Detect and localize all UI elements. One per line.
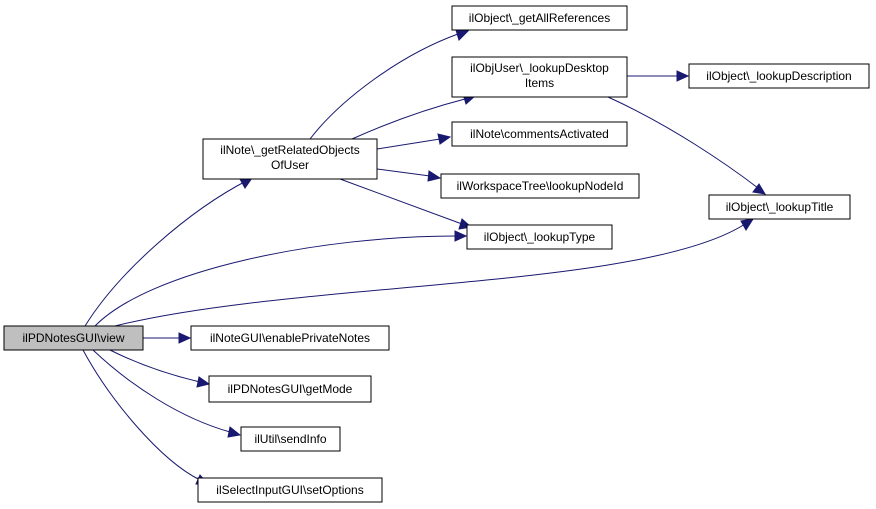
node-view[interactable]: ilPDNotesGUI\view — [3, 325, 144, 351]
node-getrelated-label-2: OfUser — [271, 158, 309, 172]
node-lookuptitle-label: ilObject\_lookupTitle — [726, 200, 834, 214]
node-commentsactivated-label: ilNote\commentsActivated — [470, 127, 609, 141]
node-enableprivatenotes-label: ilNoteGUI\enablePrivateNotes — [210, 331, 370, 345]
edge-getrelated-to-getallrefs — [309, 29, 470, 140]
node-lookuptype[interactable]: ilObject\_lookupType — [466, 224, 613, 250]
node-lookuptype-label: ilObject\_lookupType — [484, 230, 596, 244]
edge-lookupdesktop-to-lookuptitle — [607, 96, 766, 195]
node-lookupdescription-label: ilObject\_lookupDescription — [706, 69, 851, 83]
node-lookupnodeid-label: ilWorkspaceTree\lookupNodeId — [457, 179, 624, 193]
node-lookupdesktop-label-2: Items — [525, 76, 554, 90]
node-getrelated[interactable]: ilNote\_getRelatedObjects OfUser — [202, 138, 378, 180]
edge-view-to-getmode — [109, 349, 211, 388]
node-sendinfo[interactable]: ilUtil\sendInfo — [240, 426, 341, 452]
node-lookupdescription[interactable]: ilObject\_lookupDescription — [688, 63, 870, 89]
node-getallrefs[interactable]: ilObject\_getAllReferences — [451, 5, 628, 31]
node-getmode-label: ilPDNotesGUI\getMode — [228, 382, 353, 396]
node-lookupnodeid[interactable]: ilWorkspaceTree\lookupNodeId — [440, 173, 640, 199]
edge-view-to-sendinfo — [92, 349, 242, 438]
edge-view-to-lookuptype — [94, 230, 468, 327]
edge-getrelated-to-lookupnodeid — [376, 168, 442, 182]
edge-getrelated-to-commentsactivated — [376, 133, 452, 150]
node-lookupdesktop-label-1: ilObjUser\_lookupDesktop — [470, 61, 609, 75]
node-setoptions[interactable]: ilSelectInputGUI\setOptions — [197, 477, 383, 503]
node-lookuptitle[interactable]: ilObject\_lookupTitle — [708, 194, 851, 220]
node-enableprivatenotes[interactable]: ilNoteGUI\enablePrivateNotes — [190, 325, 390, 351]
node-sendinfo-label: ilUtil\sendInfo — [254, 432, 326, 446]
node-view-label: ilPDNotesGUI\view — [22, 331, 124, 345]
edge-view-to-lookuptitle — [114, 218, 755, 327]
edge-lookupdesktop-to-lookupdescription — [627, 70, 690, 82]
edge-view-to-enableprivatenotes — [143, 332, 192, 344]
node-commentsactivated[interactable]: ilNote\commentsActivated — [451, 121, 628, 147]
node-getmode[interactable]: ilPDNotesGUI\getMode — [208, 375, 372, 403]
node-getallrefs-label: ilObject\_getAllReferences — [469, 11, 610, 25]
edge-view-to-getrelated — [84, 177, 254, 327]
node-setoptions-label: ilSelectInputGUI\setOptions — [216, 483, 363, 497]
node-getrelated-label-1: ilNote\_getRelatedObjects — [220, 143, 359, 157]
node-lookupdesktop[interactable]: ilObjUser\_lookupDesktop Items — [451, 56, 628, 98]
